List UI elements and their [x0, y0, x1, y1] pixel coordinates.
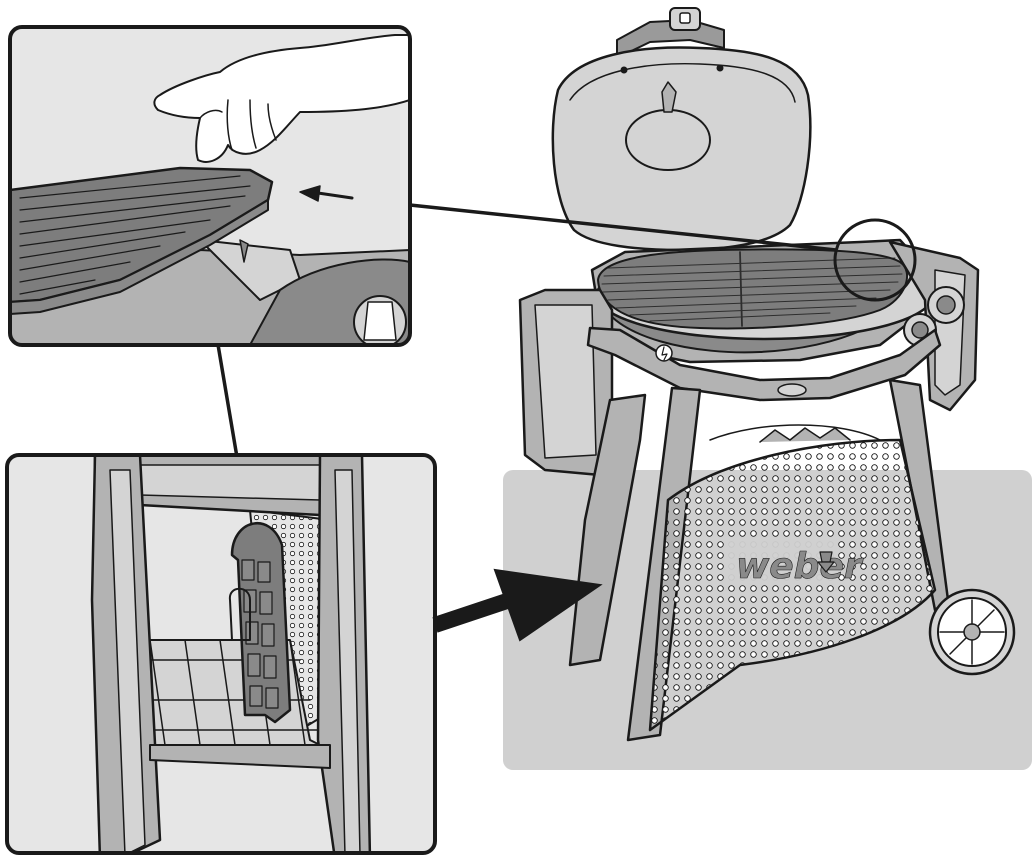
- callout-line: [409, 203, 837, 252]
- perforated-shroud: weber: [648, 438, 937, 732]
- front-frame: [586, 326, 942, 402]
- bottom-inset-panel: [5, 453, 437, 855]
- stored-grate: [228, 522, 292, 724]
- cooking-grate: [597, 248, 909, 330]
- brand-logo-text: weber: [736, 546, 864, 587]
- slide-left-arrow-icon: [299, 185, 354, 202]
- grill-illustration: weber: [518, 7, 1016, 742]
- lower-burner-area: [709, 424, 881, 443]
- circle-callout-icon: [833, 218, 917, 302]
- pointing-hand-icon: [153, 34, 410, 163]
- kettle-logo-icon: [817, 551, 835, 573]
- grill-lid: [551, 46, 812, 252]
- top-inset-panel: [8, 25, 412, 347]
- lid-handle: [616, 7, 725, 59]
- left-side-table: [518, 288, 614, 477]
- right-arrow-icon: [432, 568, 603, 642]
- cart-wheel: [928, 588, 1016, 676]
